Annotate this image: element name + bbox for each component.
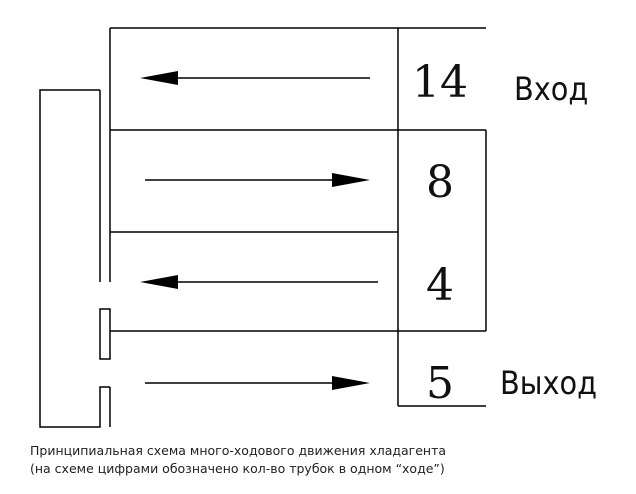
flow-arrow-pass-4 xyxy=(145,376,370,390)
tube-count-pass-1: 14 xyxy=(412,57,468,108)
caption-line-2: (на схеме цифрами обозначено кол-во труб… xyxy=(30,461,445,476)
tube-count-pass-3: 4 xyxy=(426,260,454,311)
inlet-label: Вход xyxy=(514,70,588,108)
flow-arrow-pass-2 xyxy=(145,173,370,187)
left-header-outline xyxy=(39,89,110,428)
outlet-label: Выход xyxy=(500,364,597,402)
tube-count-pass-4: 5 xyxy=(426,358,454,409)
tube-count-pass-2: 8 xyxy=(426,157,454,208)
flow-arrow-pass-3 xyxy=(140,275,378,289)
baffle xyxy=(99,308,111,360)
caption-line-1: Принципиальная схема много-ходового движ… xyxy=(30,443,446,458)
flow-arrow-pass-1 xyxy=(140,71,370,85)
